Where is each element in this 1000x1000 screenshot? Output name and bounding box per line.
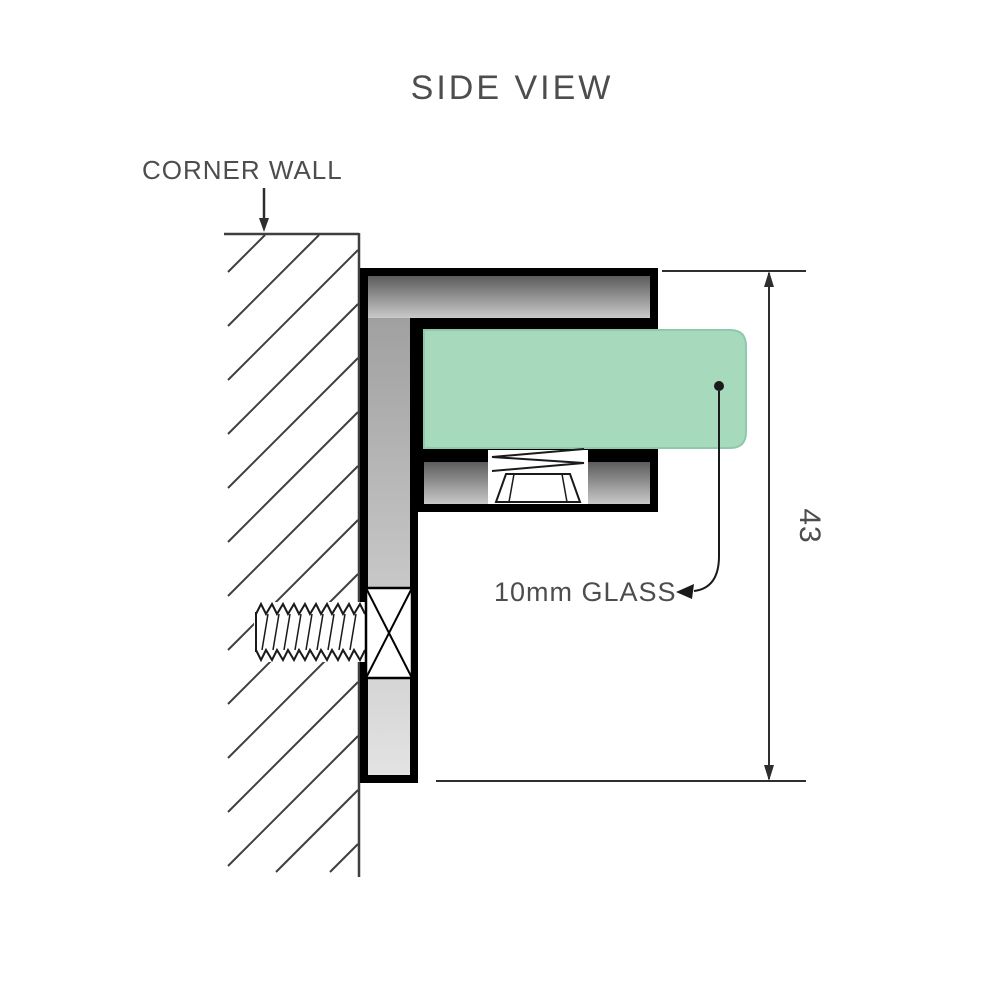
screw-hole xyxy=(364,586,414,680)
callout-dot xyxy=(714,381,724,391)
glass-seal xyxy=(488,448,588,504)
height-dimension: 43 xyxy=(436,270,826,782)
callout-leader-line xyxy=(693,391,720,592)
screw-thread-flanks xyxy=(261,613,357,651)
dimension-arrow-down-icon xyxy=(764,765,774,781)
dimension-arrow-up-icon xyxy=(764,271,774,287)
callout-arrow-icon xyxy=(676,584,694,599)
corner-wall-arrow xyxy=(259,188,269,232)
screw-thread-bottom xyxy=(255,647,366,663)
dimension-value: 43 xyxy=(793,508,826,543)
screw-thread-top xyxy=(255,601,366,617)
glass-callout-label: 10mm GLASS xyxy=(494,577,677,607)
glass-callout: 10mm GLASS xyxy=(494,381,724,607)
wall-hatching xyxy=(227,234,359,873)
screw xyxy=(254,601,368,663)
corner-wall-label: CORNER WALL xyxy=(142,155,343,185)
diagram-title: SIDE VIEW xyxy=(411,69,614,107)
bracket-metal-top-arm xyxy=(368,276,650,318)
bracket-metal-web xyxy=(368,276,410,775)
glass-panel xyxy=(423,329,747,449)
